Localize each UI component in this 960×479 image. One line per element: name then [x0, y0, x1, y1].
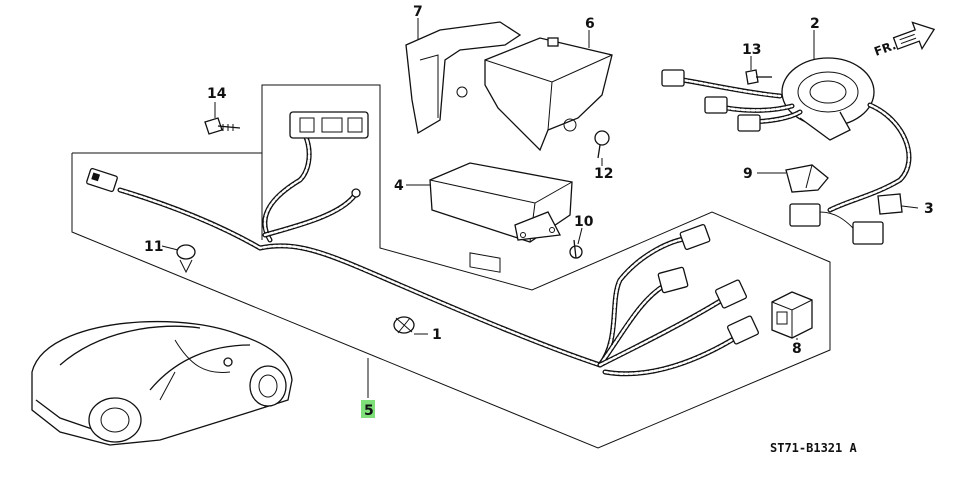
callout-4: 4: [394, 178, 404, 194]
callout-9: 9: [743, 166, 753, 182]
leader-lines: [161, 18, 919, 398]
part-7-bracket[interactable]: [405, 21, 522, 135]
part-13-bolt[interactable]: [745, 69, 772, 85]
part-10-bolt[interactable]: [569, 239, 583, 259]
callout-10: 10: [574, 214, 594, 230]
callout-2: 2: [810, 16, 820, 32]
callout-12: 12: [594, 166, 613, 182]
diagram-reference-code: ST71-B1321 A: [770, 441, 857, 455]
callout-5: 5: [364, 403, 374, 419]
callout-6: 6: [585, 16, 595, 32]
part-4-srs-unit[interactable]: [429, 162, 573, 273]
callout-1: 1: [432, 327, 442, 343]
callout-5-highlight-box: [361, 400, 375, 418]
vehicle-outline: [31, 320, 293, 446]
front-direction-indicator: FR.: [872, 21, 936, 59]
part-2-cable-reel[interactable]: [661, 57, 912, 213]
part-3-connector[interactable]: [789, 193, 903, 245]
part-6-cover[interactable]: [484, 37, 613, 152]
callout-7: 7: [413, 4, 423, 20]
part-12-bolt[interactable]: [594, 130, 610, 159]
callout-14: 14: [207, 86, 227, 102]
assembly-frame: [71, 84, 831, 449]
callout-8: 8: [792, 341, 802, 357]
part-1-clip[interactable]: [393, 316, 415, 334]
part-8-connector[interactable]: [771, 291, 813, 339]
part-11-clip[interactable]: [176, 244, 196, 274]
callout-5-highlight[interactable]: 5: [361, 400, 375, 419]
callout-3: 3: [924, 201, 934, 217]
wire-harness[interactable]: [86, 111, 760, 377]
callout-13: 13: [742, 42, 761, 58]
front-direction-label: FR.: [872, 38, 898, 59]
part-9-clip[interactable]: [785, 164, 829, 193]
part-14-bolt[interactable]: [204, 117, 241, 135]
callout-11: 11: [144, 239, 163, 255]
